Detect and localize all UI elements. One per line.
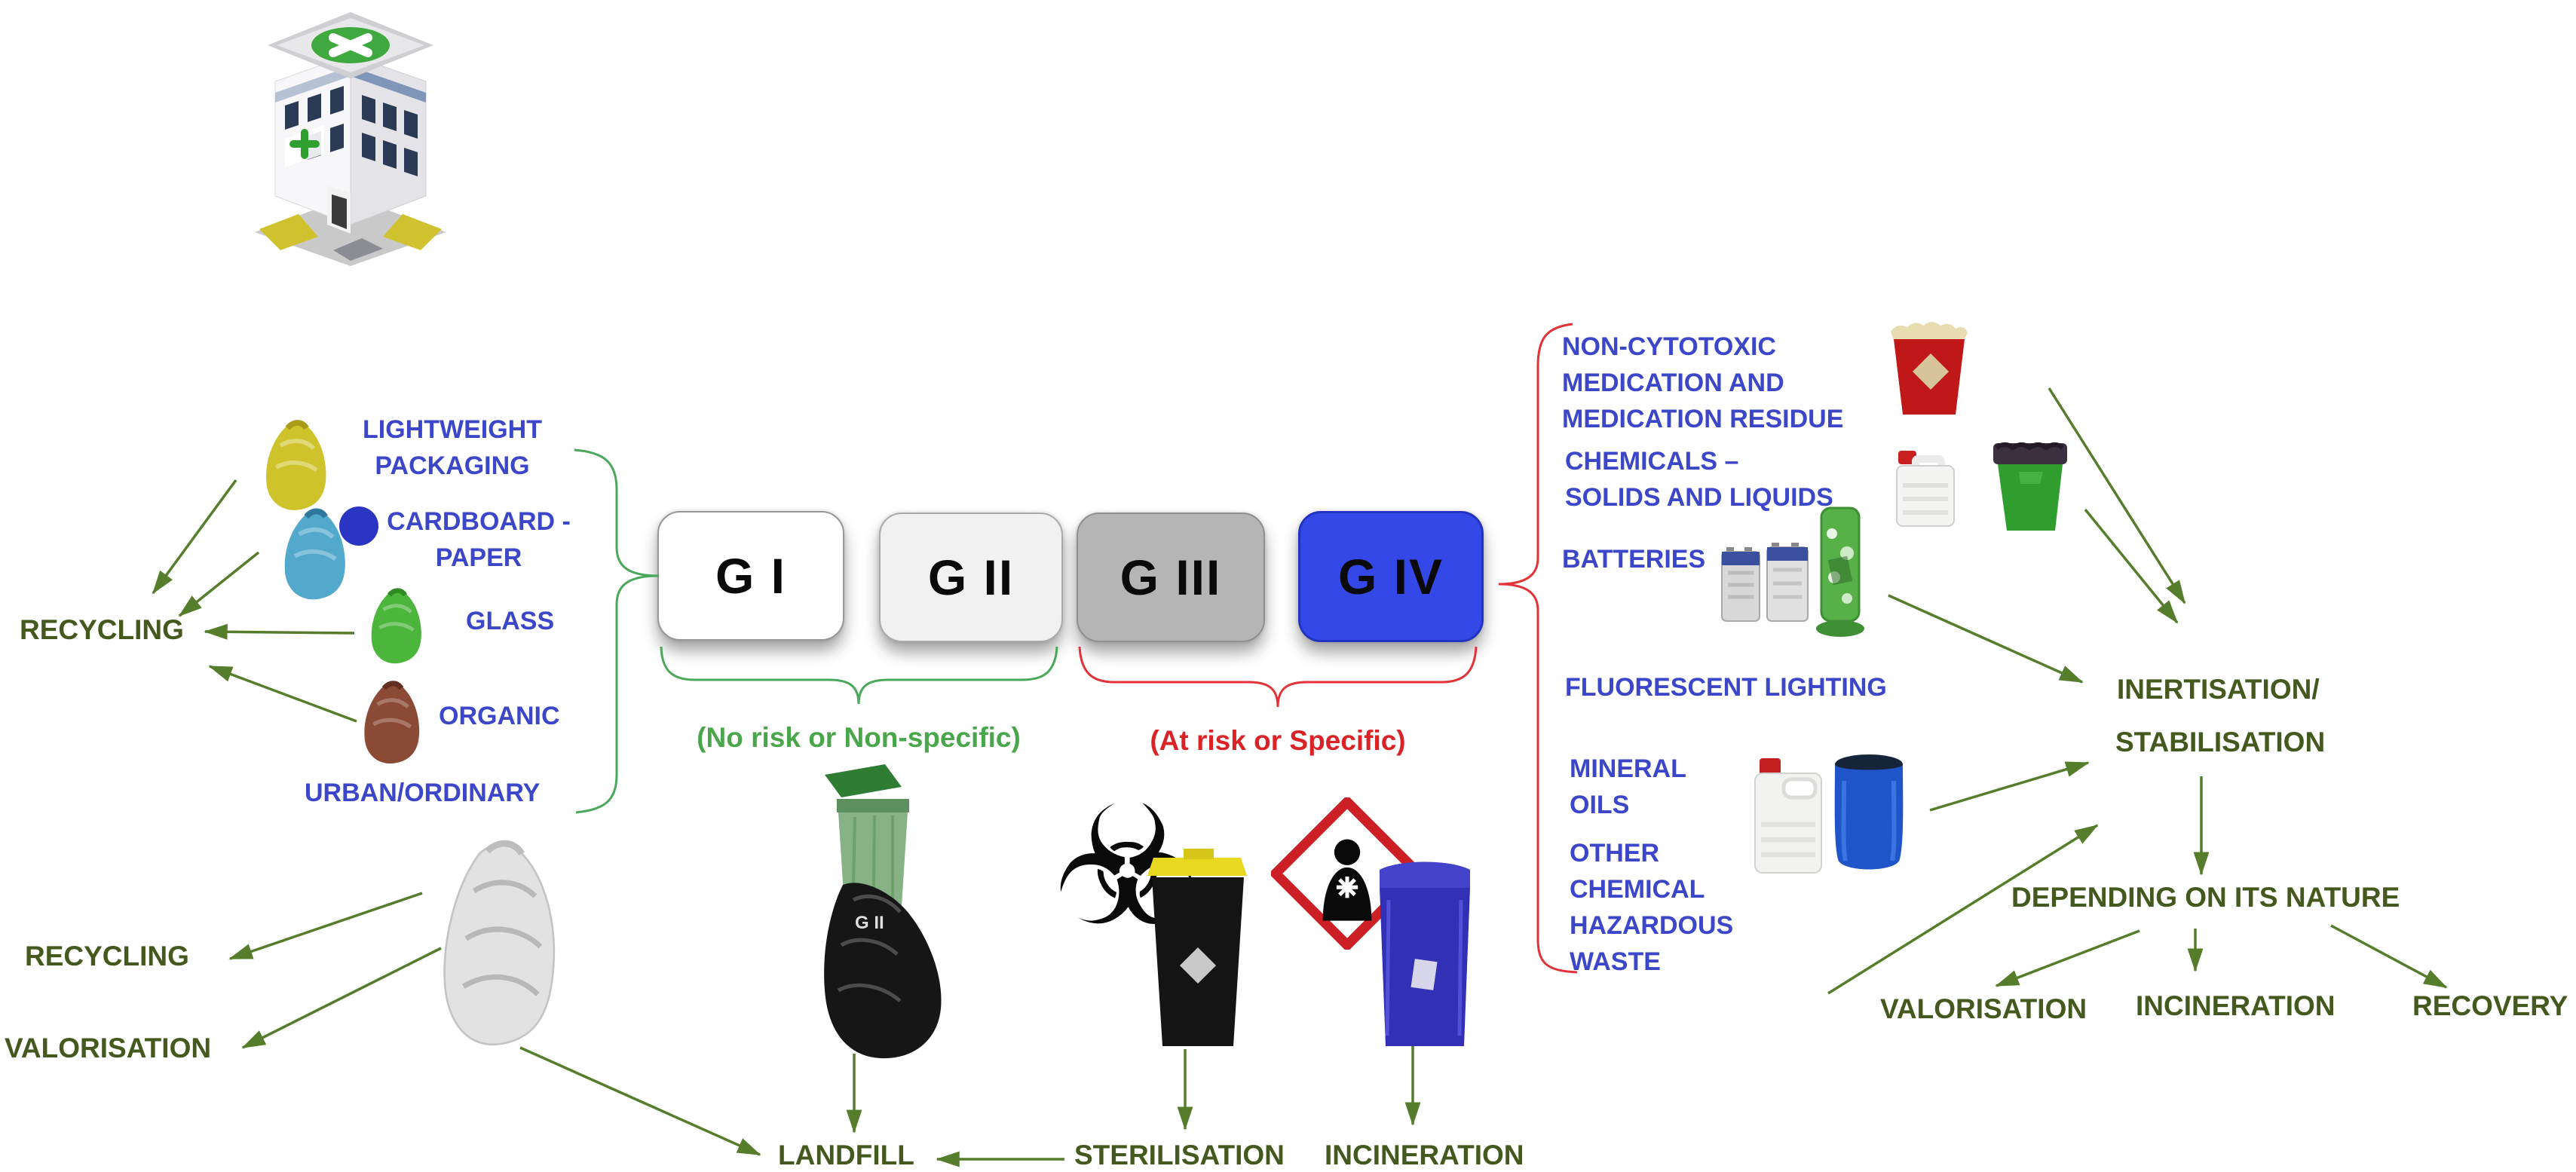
label-recovery: RECOVERY [2412, 990, 2568, 1021]
arrow-brownbag-recycling [208, 665, 357, 723]
green-wheelie-bin-black-bag-icon: G II [808, 764, 959, 1060]
label-oils: OILS [1570, 791, 1630, 819]
label-organic: ORGANIC [439, 702, 560, 730]
label-noncytotoxic-2: MEDICATION AND [1562, 369, 1784, 397]
label-inertisation-1: INERTISATION/ [2117, 674, 2320, 705]
label-depending-on-nature: DEPENDING ON ITS NATURE [2011, 882, 2400, 913]
arrow-greenbag-recycling [204, 623, 355, 640]
red-sharps-bucket-icon [1885, 315, 1974, 419]
label-hazardous: HAZARDOUS [1570, 911, 1734, 940]
label-chemicals-1: CHEMICALS – [1565, 447, 1739, 476]
caption-at-risk: (At risk or Specific) [1150, 725, 1406, 756]
group-button-g1: G I [657, 511, 844, 641]
label-incineration-bottom: INCINERATION [1325, 1140, 1524, 1170]
blue-drum-icon [1832, 751, 1906, 880]
label-urban-ordinary: URBAN/ORDINARY [305, 779, 541, 807]
svg-text:G II: G II [855, 913, 884, 933]
arrow-whitebag-landfill [519, 1046, 761, 1156]
caption-no-risk: (No risk or Non-specific) [697, 722, 1021, 753]
label-incineration-right: INCINERATION [2136, 990, 2336, 1021]
bracket-no-risk [660, 646, 1058, 705]
blue-container-icon [1369, 847, 1481, 1052]
white-jerrycan-small-icon [1892, 443, 1959, 529]
arrow-batteries-inertisation [1888, 594, 2084, 684]
label-valorisation-right: VALORISATION [1880, 993, 2087, 1024]
label-chemicals-2: SOLIDS AND LIQUIDS [1565, 483, 1833, 512]
label-cardboard-paper: CARDBOARD -PAPER [387, 507, 571, 572]
label-waste: WASTE [1570, 947, 1661, 976]
arrow-depending-recovery [2330, 924, 2448, 989]
mineral-oil-jerrycan-icon [1752, 755, 1824, 877]
label-recycling-bottom: RECYCLING [25, 941, 189, 972]
arrow-mineraloils-inertisation [1929, 761, 2090, 812]
label-inertisation-2: STABILISATION [2115, 727, 2326, 757]
label-noncytotoxic-1: NON-CYTOTOXIC [1562, 332, 1776, 361]
bracket-at-risk [1078, 646, 1478, 708]
arrow-whitebag-valorisation [241, 947, 442, 1049]
arrow-whitebag-recycling [228, 892, 423, 960]
arrow-bluebag-recycling [178, 551, 260, 617]
group-button-g3: G III [1077, 513, 1265, 642]
label-valorisation-bottom: VALORISATION [5, 1033, 212, 1063]
group-button-g4: G IV [1298, 511, 1484, 642]
label-other: OTHER [1570, 839, 1659, 868]
label-chemical: CHEMICAL [1570, 875, 1705, 904]
battery-tube-icon [1814, 503, 1867, 639]
blue-dot-icon [339, 506, 378, 546]
green-bag-icon [366, 579, 427, 675]
label-fluorescent-lighting: FLUORESCENT LIGHTING [1565, 673, 1887, 702]
label-glass: GLASS [466, 607, 555, 635]
arrow-depending-valorisation [1995, 929, 2140, 987]
white-bag-icon [434, 829, 567, 1059]
label-mineral: MINERAL [1570, 754, 1686, 783]
blue-bag-icon [276, 508, 354, 603]
label-landfill: LANDFILL [778, 1140, 914, 1170]
hospital-building-icon [249, 6, 452, 266]
black-sharps-container-icon [1141, 847, 1254, 1052]
label-recycling-left: RECYCLING [20, 614, 184, 645]
arrow-greenbin-inertisation [2084, 508, 2179, 624]
brown-bag-icon [359, 674, 425, 773]
yellow-bag-icon [260, 416, 332, 517]
label-sterilisation: STERILISATION [1074, 1140, 1285, 1170]
label-noncytotoxic-3: MEDICATION RESIDUE [1562, 405, 1844, 433]
label-batteries: BATTERIES [1562, 545, 1706, 574]
green-bin-small-icon [1989, 439, 2072, 535]
batteries-icon [1716, 537, 1815, 627]
group-button-g2: G II [879, 513, 1063, 642]
arrow-yellowbag-recycling [152, 479, 237, 595]
